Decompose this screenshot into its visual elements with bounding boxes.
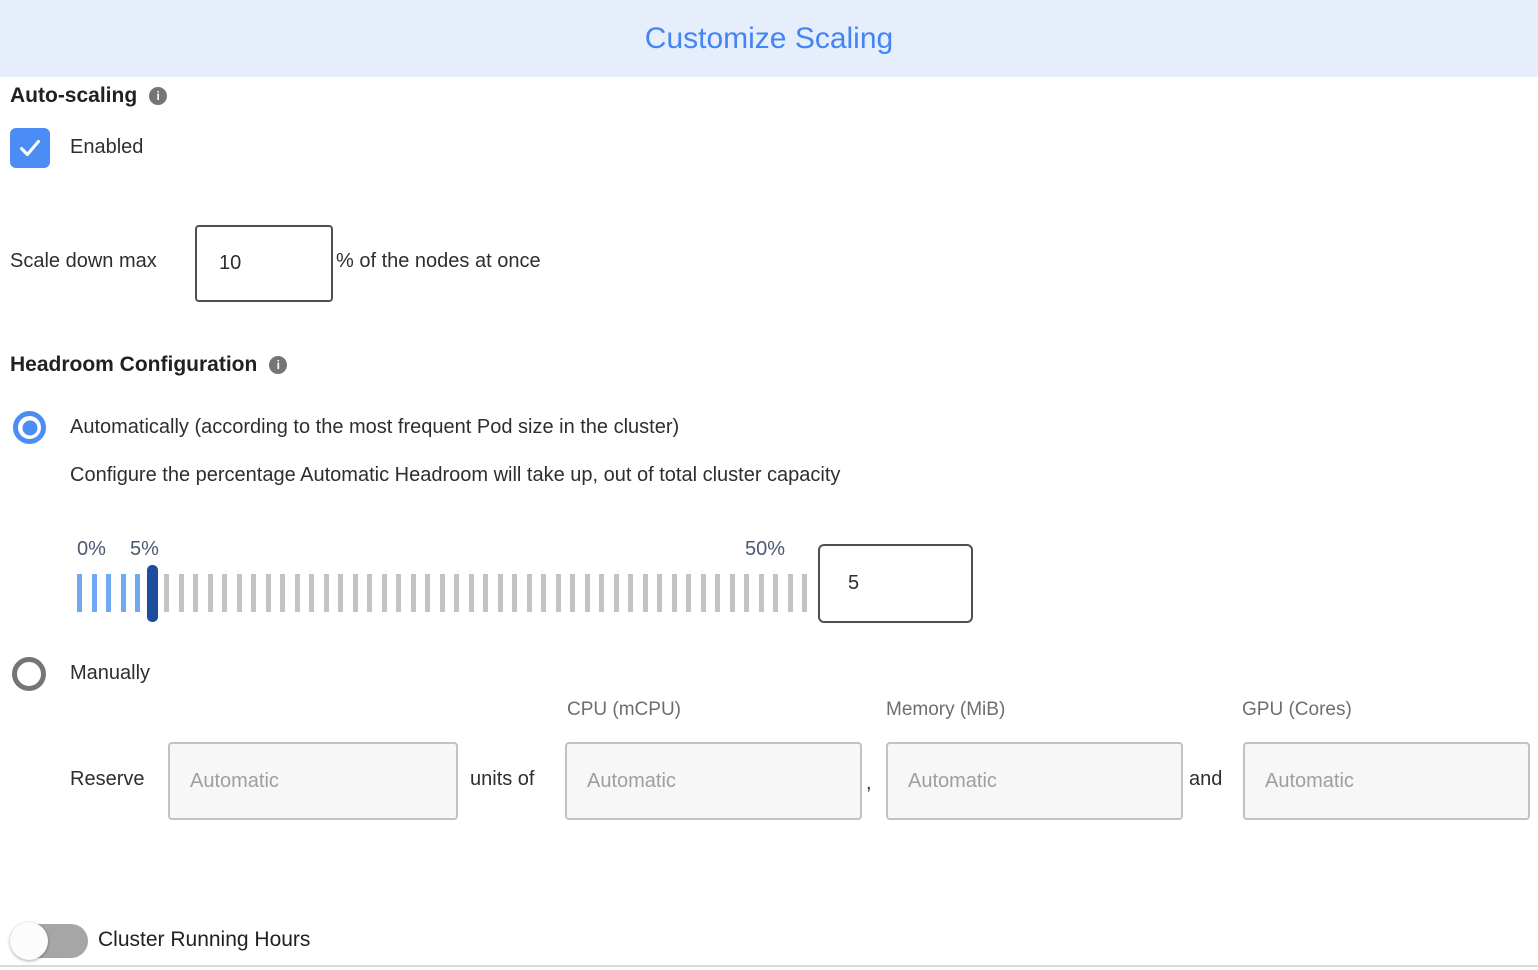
and-separator: and (1189, 768, 1223, 790)
slider-tick[interactable] (613, 574, 619, 612)
enabled-checkbox-label[interactable]: Enabled (70, 136, 144, 158)
check-icon (19, 139, 41, 157)
slider-tick[interactable] (541, 574, 546, 612)
headroom-description: Configure the percentage Automatic Headr… (70, 464, 841, 486)
slider-tick[interactable] (251, 574, 256, 612)
slider-tick[interactable] (222, 574, 227, 612)
slider-tick[interactable] (686, 574, 691, 612)
slider-tick[interactable] (512, 574, 517, 612)
radio-automatically[interactable] (13, 411, 46, 444)
slider-tick[interactable] (323, 574, 329, 612)
info-icon[interactable]: i (149, 87, 168, 105)
slider-tick[interactable] (410, 574, 416, 612)
slider-tick[interactable] (715, 574, 720, 612)
slider-max-label: 50% (745, 538, 786, 560)
headroom-label-text: Headroom Configuration (10, 353, 258, 376)
slider-tick[interactable] (120, 574, 126, 612)
radio-manually[interactable] (12, 657, 46, 691)
slider-tick[interactable] (352, 574, 358, 612)
slider-tick[interactable] (700, 574, 706, 612)
radio-automatically-label[interactable]: Automatically (according to the most fre… (70, 416, 680, 438)
slider-tick[interactable] (570, 574, 575, 612)
cluster-running-hours-label[interactable]: Cluster Running Hours (98, 928, 311, 951)
slider-tick[interactable] (309, 574, 314, 612)
slider-tick[interactable] (178, 574, 184, 612)
headroom-slider[interactable] (77, 565, 817, 622)
slider-tick[interactable] (91, 574, 97, 612)
slider-tick[interactable] (773, 574, 778, 612)
slider-tick[interactable] (642, 574, 648, 612)
slider-handle[interactable] (146, 565, 158, 622)
slider-tick[interactable] (265, 574, 271, 612)
slider-tick[interactable] (425, 574, 430, 612)
radio-manually-label[interactable]: Manually (70, 662, 151, 684)
info-icon[interactable]: i (269, 356, 288, 374)
slider-tick[interactable] (628, 574, 633, 612)
slider-tick[interactable] (77, 574, 82, 612)
slider-tick[interactable] (396, 574, 401, 612)
slider-tick[interactable] (584, 574, 590, 612)
slider-tick[interactable] (106, 574, 111, 612)
auto-scaling-section-label: Auto-scaling i (10, 84, 168, 108)
slider-tick[interactable] (599, 574, 604, 612)
slider-tick[interactable] (454, 574, 459, 612)
slider-tick[interactable] (439, 574, 445, 612)
slider-tick[interactable] (280, 574, 285, 612)
cluster-running-hours-toggle[interactable] (10, 920, 94, 964)
slider-tick[interactable] (555, 574, 561, 612)
slider-tick[interactable] (657, 574, 662, 612)
reserve-gpu-input[interactable] (1243, 742, 1530, 820)
reserve-units-input[interactable] (168, 742, 458, 820)
panel-header: Customize Scaling (0, 0, 1538, 77)
slider-tick[interactable] (671, 574, 677, 612)
headroom-percentage-input[interactable] (818, 544, 973, 623)
slider-tick[interactable] (729, 574, 735, 612)
slider-tick[interactable] (381, 574, 387, 612)
slider-tick[interactable] (744, 574, 749, 612)
reserve-label: Reserve (70, 768, 145, 790)
slider-tick[interactable] (135, 574, 140, 612)
toggle-knob (10, 922, 48, 960)
slider-tick[interactable] (526, 574, 532, 612)
scale-down-max-input[interactable] (195, 225, 333, 302)
slider-tick[interactable] (236, 574, 242, 612)
headroom-section-label: Headroom Configuration i (10, 353, 288, 377)
reserve-cpu-input[interactable] (565, 742, 862, 820)
slider-tick[interactable] (468, 574, 474, 612)
slider-tick[interactable] (207, 574, 213, 612)
slider-current-label: 5% (130, 538, 159, 560)
slider-tick[interactable] (758, 574, 764, 612)
comma-separator: , (866, 772, 872, 794)
auto-scaling-label-text: Auto-scaling (10, 84, 138, 107)
slider-tick[interactable] (802, 574, 807, 612)
slider-tick[interactable] (497, 574, 503, 612)
slider-min-label: 0% (77, 538, 106, 560)
bottom-divider (0, 965, 1538, 967)
slider-tick[interactable] (338, 574, 343, 612)
radio-selected-dot (22, 420, 37, 435)
slider-tick[interactable] (294, 574, 300, 612)
scale-down-label: Scale down max (10, 250, 157, 272)
reserve-memory-input[interactable] (886, 742, 1183, 820)
slider-tick[interactable] (483, 574, 488, 612)
column-header-cpu: CPU (mCPU) (567, 699, 681, 720)
slider-tick[interactable] (367, 574, 372, 612)
units-of-label: units of (470, 768, 535, 790)
slider-tick[interactable] (193, 574, 198, 612)
scale-down-suffix-label: % of the nodes at once (336, 250, 541, 272)
slider-tick[interactable] (164, 574, 169, 612)
page-title: Customize Scaling (644, 21, 894, 55)
column-header-memory: Memory (MiB) (886, 699, 1006, 720)
slider-tick[interactable] (787, 574, 793, 612)
column-header-gpu: GPU (Cores) (1242, 699, 1352, 720)
enabled-checkbox[interactable] (10, 128, 50, 168)
